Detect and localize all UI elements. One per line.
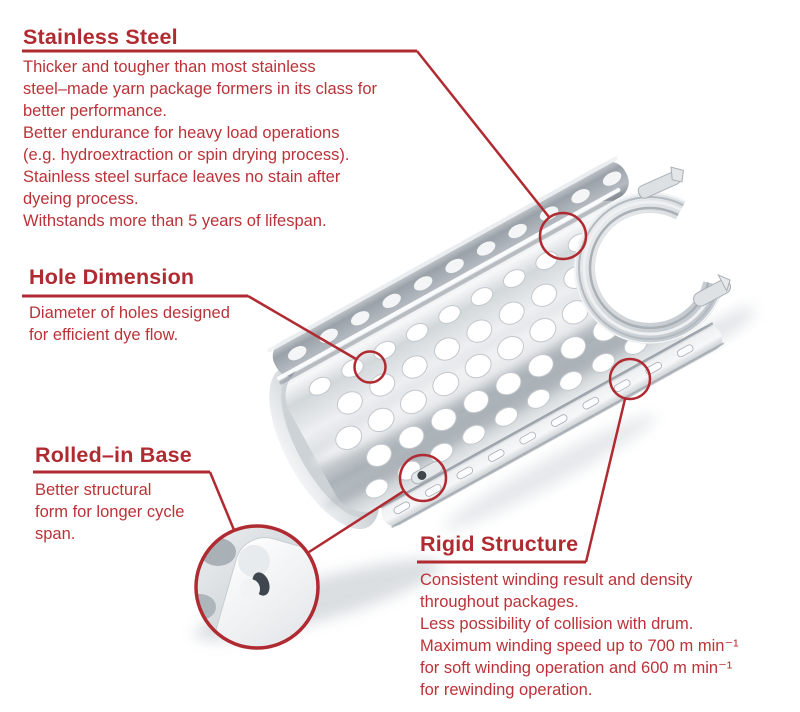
marker-circle-rolled-in-base (398, 453, 448, 503)
marker-circle-rigid-structure (608, 357, 652, 401)
tube-mouth-ring (573, 191, 724, 344)
tube-top-tab (637, 166, 684, 199)
annotation-lines (22, 49, 652, 564)
callout-title-rolled-in-base: Rolled–in Base (35, 443, 192, 467)
tube-flange (379, 322, 724, 528)
callout-body-rolled-in-base: Better structural form for longer cycle … (35, 481, 185, 543)
callout-title-hole-dimension: Hole Dimension (29, 265, 195, 289)
magnifier-circle (194, 524, 320, 650)
tube-bottom-hook (693, 273, 731, 307)
callout-body-stainless-steel: Thicker and tougher than most stainless … (23, 58, 377, 230)
marker-circle-hole-dimension (353, 350, 387, 384)
callout-title-rigid-structure: Rigid Structure (420, 532, 579, 556)
callout-body-rigid-structure: Consistent winding result and density th… (420, 571, 739, 699)
callout-body-hole-dimension: Diameter of holes designed for efficient… (29, 304, 230, 344)
callout-title-stainless-steel: Stainless Steel (23, 25, 178, 49)
marker-circle-stainless-steel (538, 211, 588, 261)
